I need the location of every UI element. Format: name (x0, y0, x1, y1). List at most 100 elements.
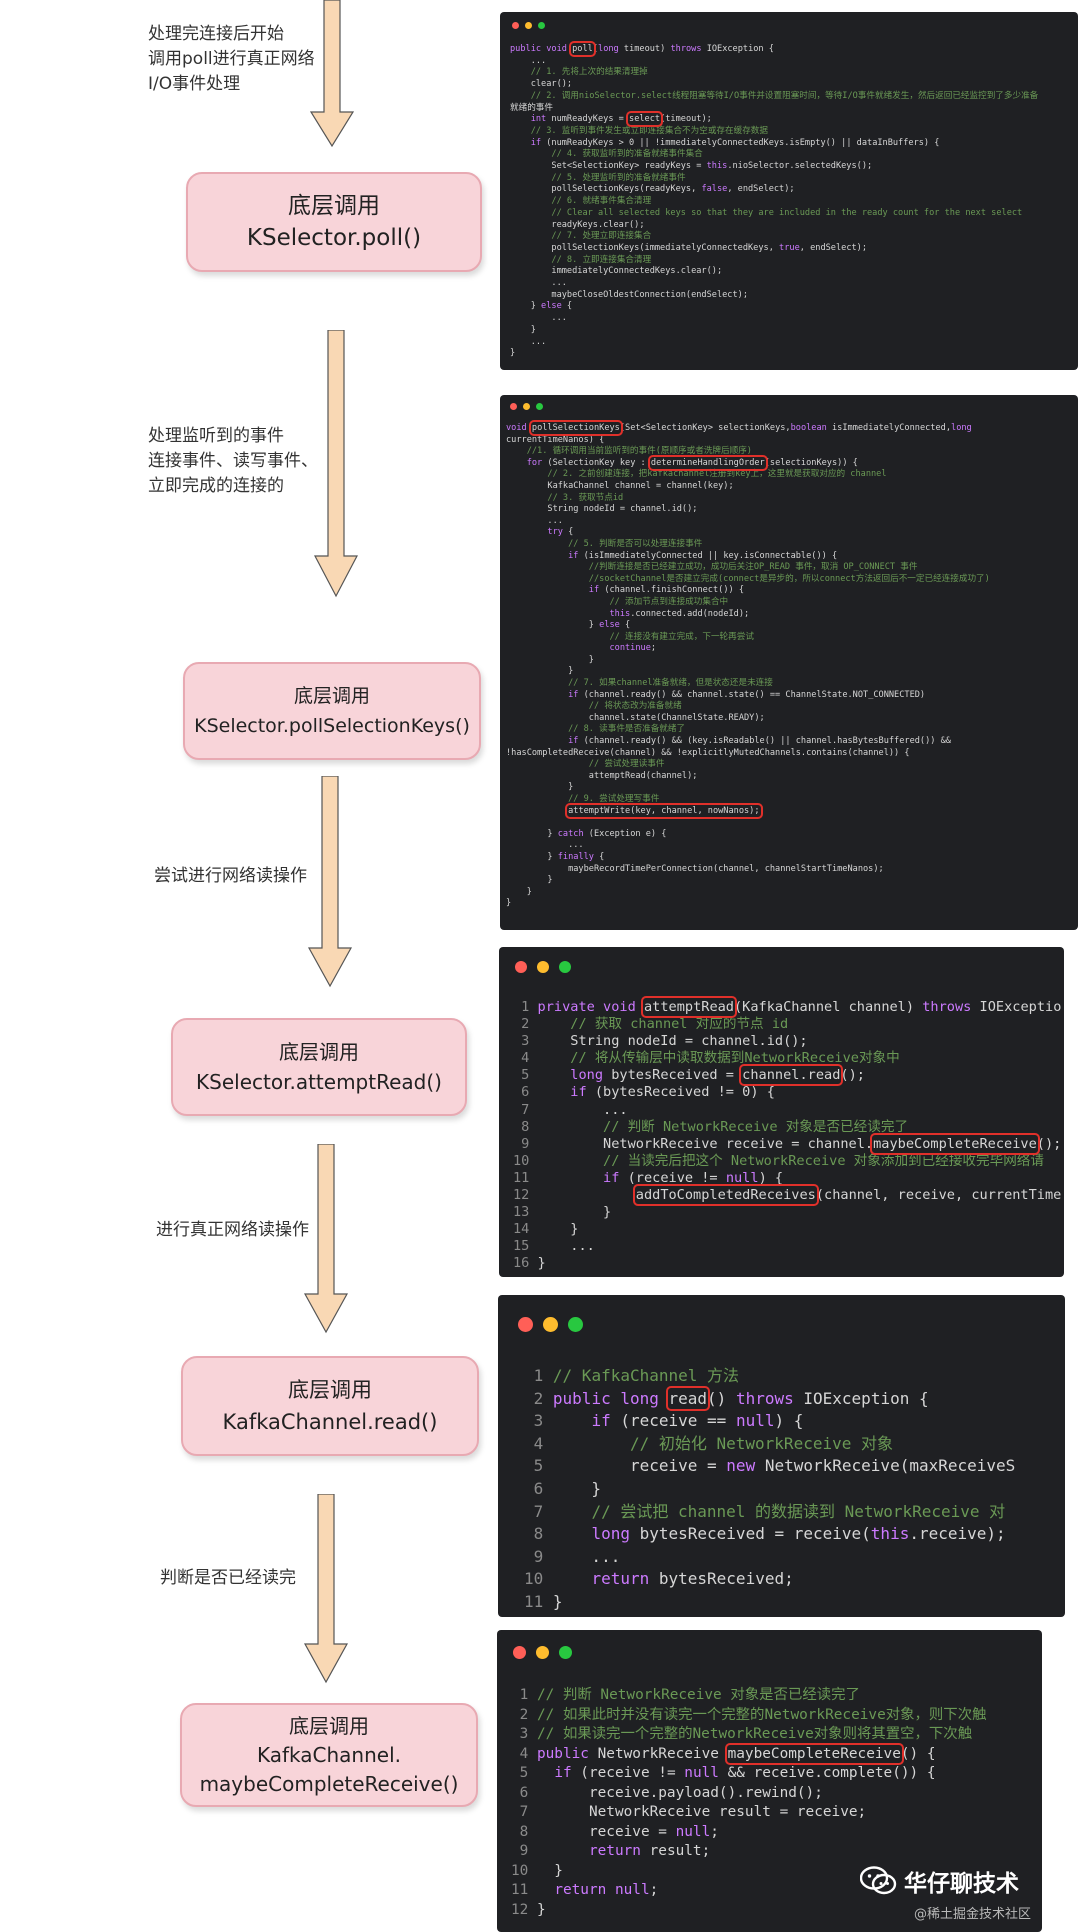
code-line: 4 // 初始化 NetworkReceive 对象 (533, 1433, 893, 1453)
call-box-method-cont: maybeCompleteReceive() (199, 1771, 459, 1796)
close-dot-icon (515, 961, 527, 973)
code-line: // 3. 监听到事件发生或立即连接集合不为空或存在缓存数据 (530, 125, 768, 136)
code-line: !hasCompletedReceive(channel) && !explic… (506, 747, 910, 758)
code-line: //判断连接是否已经建立成功，成功后关注OP_READ 事件，取消 OP_CON… (588, 562, 918, 573)
code-panel-poll: public void poll(long timeout) throws IO… (500, 12, 1078, 370)
code-line: 7 // 尝试把 channel 的数据读到 NetworkReceive 对 (533, 1501, 1006, 1521)
window-controls (510, 403, 543, 410)
code-line: } (506, 886, 532, 897)
code-line: } else { (510, 301, 573, 312)
code-line: ... (510, 278, 567, 289)
code-line: // 3. 获取节点id (547, 492, 624, 503)
code-line: 6 if (bytesReceived != 0) { (521, 1084, 775, 1101)
code-line (506, 817, 990, 829)
code-line: 11 return null; (511, 1882, 659, 1898)
call-box-method: KSelector.poll() (246, 225, 422, 251)
code-line: // 7. 如果channel准备就绪，但是状态还是未连接 (568, 678, 773, 689)
code-line: // 尝试处理读事件 (588, 759, 665, 770)
note-poll: 处理完连接后开始 调用poll进行真正网络 I/O事件处理 (148, 24, 315, 94)
minimize-dot-icon (523, 403, 530, 410)
call-box-kafka-read: 底层调用 KafkaChannel.read() (181, 1356, 479, 1456)
code-line: 8 // 判断 NetworkReceive 对象是否已经读完了 (521, 1118, 909, 1135)
code-line: maybeCloseOldestConnection(endSelect); (510, 289, 748, 300)
code-line: 12 addToCompletedReceives(channel, recei… (513, 1184, 1062, 1207)
code-line: // 5. 判断是否可以处理连接事件 (568, 538, 703, 549)
window-controls (513, 1646, 572, 1659)
note-attempt-read: 尝试进行网络读操作 (154, 866, 307, 886)
call-box-label: 底层调用 (288, 193, 380, 219)
code-line: if (channel.finishConnect()) { (588, 585, 745, 596)
highlighted-call: poll (569, 41, 596, 57)
flow-arrow-1 (309, 0, 355, 148)
call-box-label: 底层调用 (279, 1040, 359, 1064)
maximize-dot-icon (559, 1646, 572, 1659)
note-poll-selection-keys: 处理监听到的事件 连接事件、读写事件、 立即完成的连接的 (148, 426, 318, 496)
code-line: // 连接没有建立完成，下一轮再尝试 (609, 631, 754, 642)
wechat-icon (860, 1866, 897, 1895)
flow-arrow-4 (303, 1144, 349, 1334)
watermark: 华仔聊技术 (860, 1864, 1019, 1898)
code-line: 5 if (receive != null && receive.complet… (519, 1765, 936, 1781)
code-line: 15 ... (513, 1238, 595, 1255)
code-line: 1 private void attemptRead(KafkaChannel … (521, 996, 1062, 1018)
code-line: 2 public long read() throws IOException … (533, 1385, 929, 1411)
code-line: // 7. 处理立即连接集合 (551, 231, 652, 242)
minimize-dot-icon (525, 22, 532, 29)
close-dot-icon (518, 1317, 533, 1332)
code-line: immediatelyConnectedKeys.clear(); (510, 266, 723, 277)
code-line: } (510, 324, 536, 335)
code-line: channel.state(ChannelState.READY); (506, 712, 765, 723)
note-read: 进行真正网络读操作 (156, 1220, 309, 1240)
code-line: 10 return bytesReceived; (524, 1569, 794, 1589)
code-line: // 2. 调用nioSelector.select线程阻塞等待I/O事件并设置… (530, 90, 1039, 101)
code-line: 3 if (receive == null) { (533, 1411, 804, 1431)
minimize-dot-icon (536, 1646, 549, 1659)
close-dot-icon (510, 403, 517, 410)
code-line: // 9. 尝试处理写事件 (568, 794, 660, 804)
code-line: } (506, 782, 574, 793)
code-line: 2 // 如果此时并没有读完一个完整的NetworkReceive对象，则下次触 (519, 1706, 987, 1723)
code-line: readyKeys.clear(); (510, 219, 645, 230)
flow-arrow-5 (303, 1494, 349, 1684)
code-line: 10 } (511, 1862, 563, 1879)
close-dot-icon (513, 1646, 526, 1659)
highlighted-call: attemptWrite(key, channel, nowNanos); (565, 802, 763, 819)
code-line: // 8. 读事件是否准备就绪了 (568, 724, 686, 735)
code-line: pollSelectionKeys(readyKeys, false, endS… (510, 184, 795, 195)
call-box-method: KafkaChannel.read() (222, 1410, 438, 1434)
code-line: if (channel.ready() && channel.state() =… (568, 689, 926, 700)
code-block-poll-selection-keys: void pollSelectionKeys(Set<SelectionKey>… (506, 420, 990, 910)
code-line: 9 return result; (519, 1843, 711, 1859)
watermark-site: @稀土掘金技术社区 (914, 1907, 1032, 1922)
window-controls (512, 22, 545, 29)
code-line: 1 // KafkaChannel 方法 (533, 1366, 740, 1385)
call-box-poll-selection-keys: 底层调用 KSelector.pollSelectionKeys() (183, 662, 481, 760)
watermark-brand: 华仔聊技术 (904, 1871, 1019, 1897)
code-line: } catch (Exception e) { (506, 828, 667, 839)
code-line: for (SelectionKey key : determineHandlin… (526, 454, 858, 471)
code-line: 6 } (533, 1478, 602, 1498)
code-line: KafkaChannel channel = channel(key); (506, 480, 734, 491)
highlighted-call: addToCompletedReceives (632, 1184, 819, 1207)
highlighted-call: channel.read (739, 1064, 844, 1087)
code-line: String nodeId = channel.id(); (506, 504, 698, 515)
code-line: 3 String nodeId = channel.id(); (521, 1033, 808, 1050)
code-line: pollSelectionKeys(immediatelyConnectedKe… (510, 242, 868, 253)
code-line: ... (510, 336, 547, 347)
code-line: void pollSelectionKeys(Set<SelectionKey>… (506, 420, 972, 436)
code-line: // 5. 处理监听到的准备就绪事件 (551, 172, 686, 183)
code-line: public void poll(long timeout) throws IO… (510, 41, 774, 57)
code-line: } else { (506, 620, 631, 631)
code-line: 14 } (513, 1221, 579, 1238)
code-line: 7 ... (521, 1101, 628, 1118)
code-line: 13 } (513, 1204, 612, 1221)
code-line: // 4. 获取监听到的准备就绪事件集合 (551, 149, 703, 160)
code-line: 5 receive = new NetworkReceive(maxReceiv… (533, 1456, 1016, 1476)
code-line: } (506, 898, 512, 909)
code-line: } (510, 348, 516, 359)
code-line: 8 receive = null; (519, 1823, 719, 1840)
code-line: 16 } (513, 1255, 546, 1272)
